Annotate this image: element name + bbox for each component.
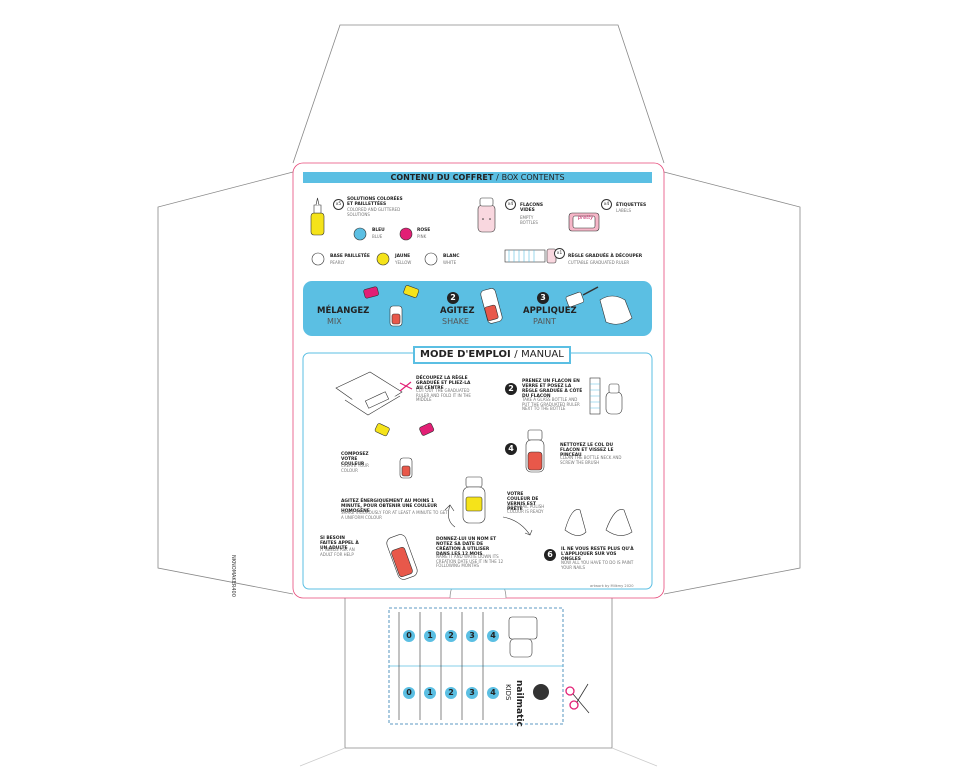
ruler-bottom-1: 1 [424,687,436,699]
ruler-label-en: CUTTABLE GRADUATED RULER [568,260,630,265]
manual-title: MODE D'EMPLOI / MANUAL [413,346,571,364]
step4-fr: NETTOYEZ LE COL DU FLACON ET VISSEZ LE P… [560,443,614,459]
band-mix-fr: MÉLANGEZ [317,306,370,316]
step2-fr: PRENEZ UN FLACON EN VERRE ET POSEZ LA RÈ… [522,379,583,400]
label-sticker-text: pretty [578,215,594,221]
step4-en: CLEAN THE BOTTLE NECK AND SCREW THE BRUS… [560,455,622,465]
solutions-qty: x5 [333,199,344,210]
color-pearly-fr: BASE PAILLETÉE [330,254,370,259]
ruler-bottom-4: 4 [487,687,499,699]
color-white-fr: BLANC [443,254,460,259]
box-contents-title-sep: / [496,173,499,182]
manual-title-fr: MODE D'EMPLOI [420,349,511,360]
ready-fr: VOTRE COULEUR DE VERNIS EST PRÊTE [507,492,539,513]
solutions-label-en: COLORED AND GLITTERED SOLUTIONS [347,207,401,217]
step6-badge: 6 [544,549,556,561]
ruler-top-3: 3 [466,630,478,642]
manual-title-sep: / [514,349,518,360]
band-step-2-badge: 2 [447,292,459,304]
compose-fr: COMPOSEZ VOTRE COULEUR [341,452,369,468]
color-pearly-en: PEARLY [330,260,345,265]
side-code: NKNOMAKER400 [230,555,236,597]
shake-en: SHAKE VIGOROUSLY FOR AT LEAST A MINUTE T… [341,510,448,520]
color-yellow-fr: JAUNE [395,254,411,259]
band-shake-en: SHAKE [442,317,469,326]
box-contents-header: CONTENU DU COFFRET / BOX CONTENTS [303,172,652,183]
color-pink-fr: ROSE [417,228,431,233]
step1-en: CUT OUT THE GRADUATED RULER AND FOLD IT … [416,388,471,403]
ruler-bottom-2: 2 [445,687,457,699]
step6-fr: IL NE VOUS RESTE PLUS QU'À L'APPLIQUER S… [561,547,634,563]
brand-name: nailmatic [514,680,524,727]
labels-label-en: LABELS [616,208,632,213]
band-paint-fr: APPLIQUEZ [523,306,577,316]
step2-badge: 2 [505,383,517,395]
ruler-top-2: 2 [445,630,457,642]
band-step-3-badge: 3 [537,292,549,304]
color-yellow-en: YELLOW [395,260,412,265]
bottles-label-fr: FLACONS VIDES [520,203,543,214]
step1-fr: DÉCOUPEZ LA RÈGLE GRADUÉE ET PLIEZ-LA AU… [416,376,471,392]
ruler-top-4: 4 [487,630,499,642]
labels-label-fr: ÉTIQUETTES [616,203,647,208]
box-contents-title-fr: CONTENU DU COFFRET [390,173,494,182]
ruler-label-fr: RÈGLE GRADUÉE À DÉCOUPER [568,254,643,259]
name-en: NAME IT AND WRITE DOWN ITS CREATION DATE… [436,554,504,569]
bottles-qty: x4 [505,199,516,210]
color-white-en: WHITE [443,260,457,265]
step2-en: TAKE A GLASS BOTTLE AND PUT THE GRADUATE… [522,397,580,412]
bottles-label-en: EMPTY BOTTLES [520,215,538,225]
band-shake-fr: AGITEZ [440,306,475,316]
ruler-top-1: 1 [424,630,436,642]
box-contents-title-en: BOX CONTENTS [501,173,565,182]
solutions-label-fr: SOLUTIONS COLORÉES ET PAILLETTÉES [347,197,403,208]
band-mix-en: MIX [327,317,342,326]
ruler-top-0: 0 [403,630,415,642]
color-blue-en: BLUE [372,234,383,239]
help-fr: SI BESOIN FAITES APPEL À UN ADULTE [320,536,359,552]
step6-en: NOW ALL YOU HAVE TO DO IS PAINT YOUR NAI… [561,560,634,570]
ruler-bottom-0: 0 [403,687,415,699]
ready-en: YOUR NAIL POLISH COLOUR IS READY [507,504,545,514]
ruler-bottom-3: 3 [466,687,478,699]
artwork-credit: artwork by Milkmy 2020 [590,584,634,588]
shake-fr: AGITEZ ÉNERGIQUEMENT AU MOINS 1 MINUTE, … [341,499,438,515]
manual-title-en: MANUAL [521,349,564,360]
brand-sub: KIDS [504,684,512,701]
help-en: IT NEEDS ASK AN ADULT FOR HELP [320,547,355,557]
step4-badge: 4 [505,443,517,455]
labels-qty: x4 [601,199,612,210]
band-paint-en: PAINT [533,317,557,326]
ruler-qty: x1 [554,248,565,259]
color-pink-en: PINK [417,234,427,239]
name-fr: DONNEZ-LUI UN NOM ET NOTEZ SA DATE DE CR… [436,537,497,558]
compose-en: CREATE YOUR COLOUR [341,463,369,473]
color-blue-fr: BLEU [372,228,385,233]
